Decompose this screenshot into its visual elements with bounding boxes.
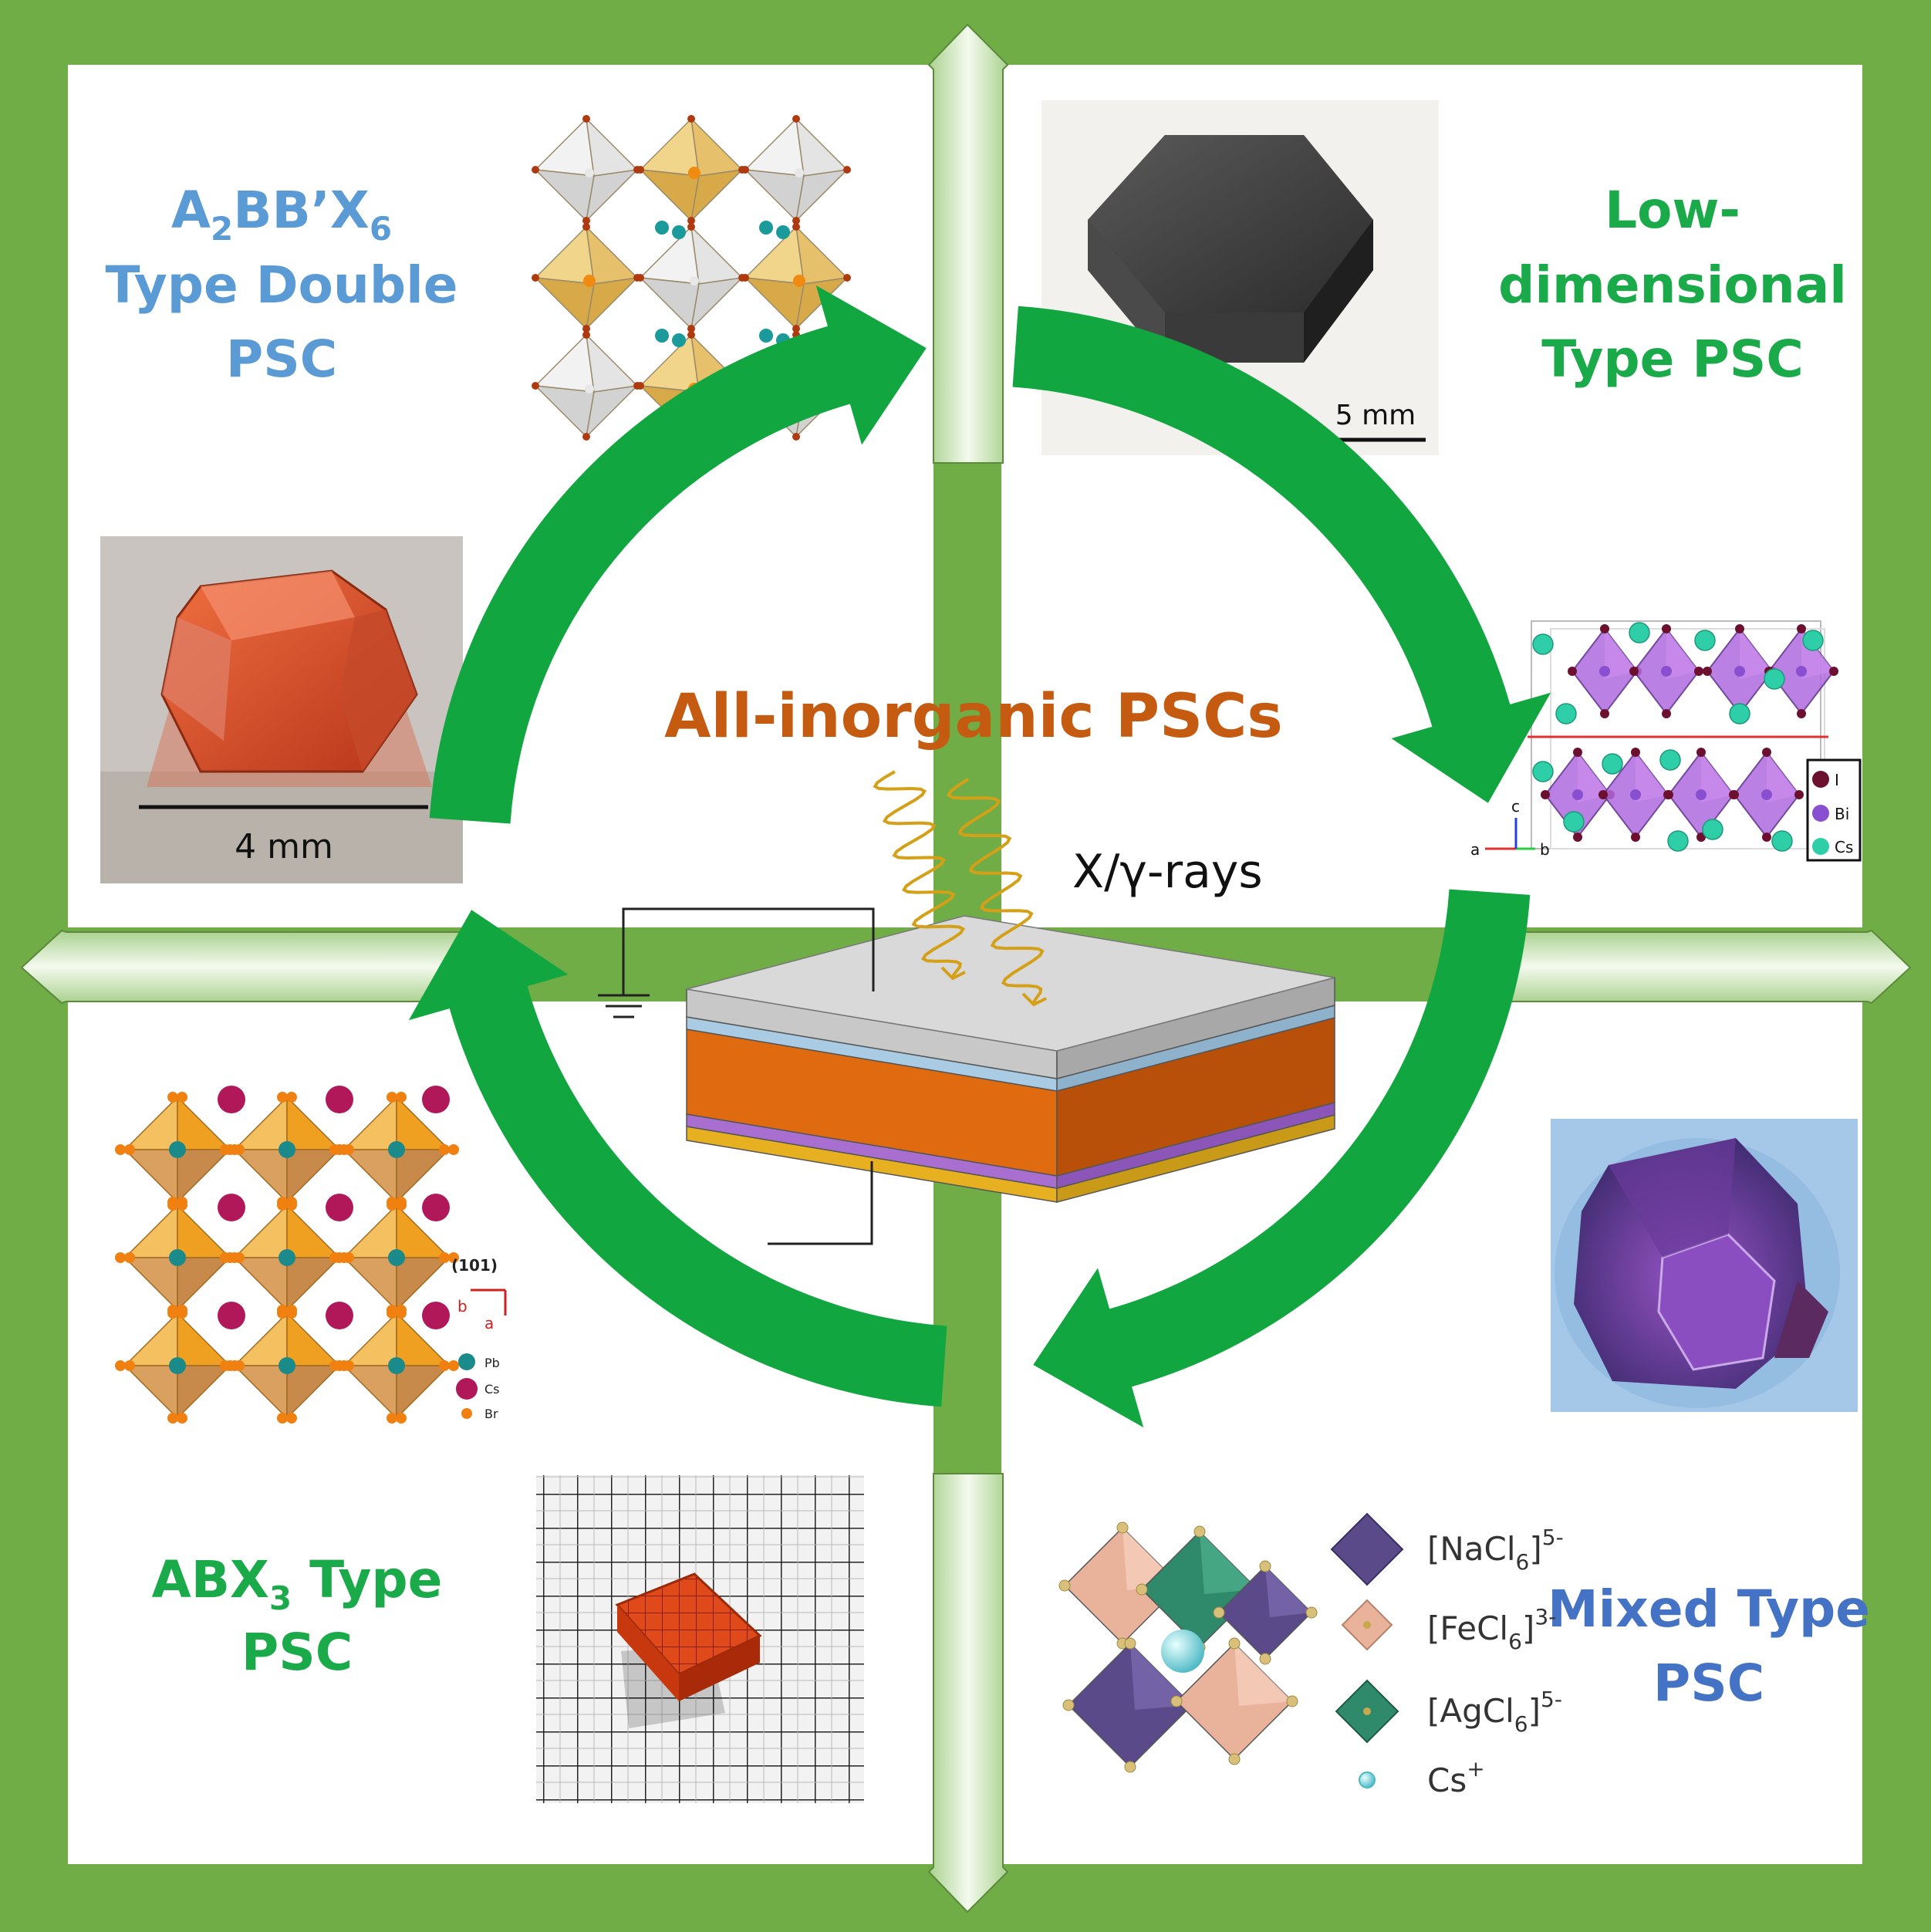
cycle-arrow-top-right	[1012, 306, 1551, 803]
top-bar-arrow	[927, 23, 1009, 464]
low-dim-axes: a b c	[1470, 797, 1550, 859]
legend-lead: Pb	[484, 1356, 500, 1370]
abx3-annotations: (101) b a Pb Cs Br	[451, 1256, 507, 1421]
svg-text:PSC: PSC	[226, 329, 337, 389]
scale-bar-label-5mm: 5 mm	[1335, 400, 1416, 431]
svg-text:Type PSC: Type PSC	[1541, 329, 1804, 389]
legend-cesium: Cs	[1835, 838, 1853, 856]
plane-label: (101)	[451, 1256, 498, 1275]
circuit	[598, 907, 875, 1245]
legend-bromine: Br	[484, 1407, 498, 1421]
mixed-legend-label-3: Cs+	[1427, 1756, 1485, 1799]
legend-bismuth: Bi	[1835, 805, 1849, 823]
svg-text:dimensional: dimensional	[1498, 255, 1847, 315]
right-bar-arrow	[1473, 929, 1912, 1005]
mixed-legend-label-1: [FeCl6]3-	[1427, 1604, 1556, 1654]
svg-text:a: a	[1470, 840, 1480, 859]
title-bottom-right: Mixed Type PSC	[1548, 1579, 1870, 1713]
svg-text:b: b	[457, 1297, 468, 1316]
legend-iodine: I	[1835, 771, 1839, 789]
mixed-legend: [NaCl6]5- [FeCl6]3- [AgCl6]5- Cs+	[1330, 1512, 1564, 1799]
low-dimensional-lattice: I Bi Cs a b c	[1470, 620, 1862, 862]
radiation-label: X/γ-rays	[1072, 845, 1263, 899]
detector-layers	[686, 915, 1335, 1203]
abx3-lattice	[115, 1086, 459, 1424]
xray-path-1	[873, 770, 966, 981]
xray-path-2	[947, 778, 1047, 1007]
svg-text:b: b	[1540, 840, 1550, 859]
title-top-left: A2BB’X6 Type Double PSC	[106, 181, 458, 389]
svg-text:ABX3 Type: ABX3 Type	[152, 1550, 443, 1617]
purple-crystal-photo	[1551, 1119, 1858, 1412]
title-top-right: Low- dimensional Type PSC	[1498, 181, 1847, 389]
center-title: All-inorganic PSCs	[664, 682, 1283, 752]
svg-text:PSC: PSC	[241, 1623, 353, 1682]
legend-cs: Cs	[484, 1382, 500, 1397]
scale-bar-label-4mm: 4 mm	[235, 827, 333, 866]
cycle-arrows	[408, 285, 1551, 1428]
cycle-arrow-bottom-left	[408, 910, 947, 1407]
bottom-bar-arrow	[927, 1473, 1009, 1913]
mixed-legend-label-2: [AgCl6]5-	[1427, 1687, 1562, 1737]
title-bottom-left: ABX3 Type PSC	[152, 1550, 443, 1682]
svg-text:Low-: Low-	[1605, 181, 1740, 240]
crystal-on-grid-photo	[536, 1475, 864, 1803]
svg-text:PSC: PSC	[1653, 1653, 1764, 1713]
cycle-arrow-top-left	[429, 285, 927, 824]
svg-text:Mixed Type: Mixed Type	[1548, 1579, 1870, 1639]
xray-squiggles	[873, 770, 1047, 1007]
mixed-legend-label-0: [NaCl6]5-	[1427, 1525, 1564, 1575]
svg-text:c: c	[1511, 797, 1520, 816]
svg-text:Type Double: Type Double	[106, 255, 458, 315]
svg-text:A2BB’X6: A2BB’X6	[171, 181, 392, 248]
mixed-perovskite-lattice	[1058, 1522, 1318, 1773]
orange-crystal-photo: 4 mm	[100, 536, 463, 883]
cycle-arrow-bottom-right	[1033, 889, 1531, 1428]
left-bar-arrow	[20, 929, 464, 1005]
svg-text:a: a	[484, 1314, 494, 1332]
